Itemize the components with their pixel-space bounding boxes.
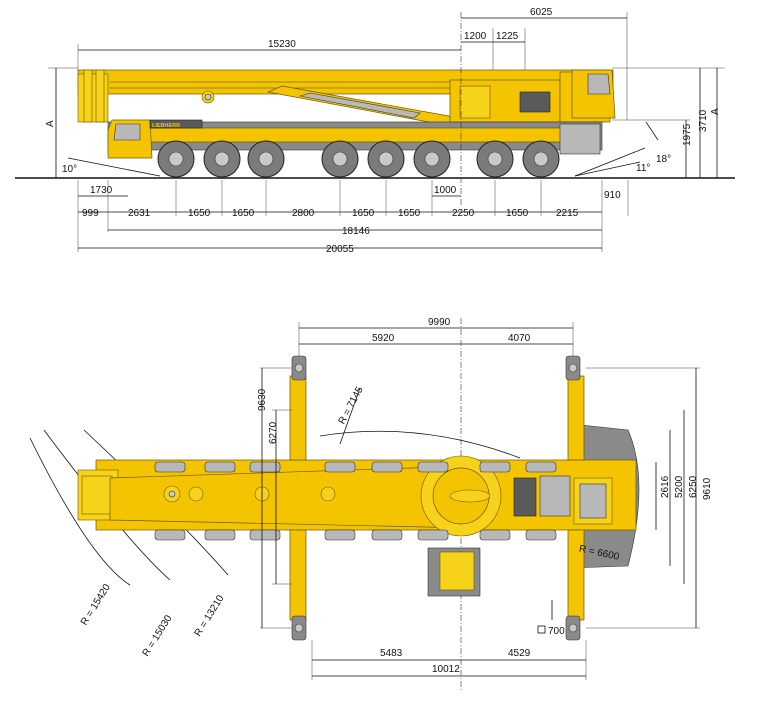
svg-text:R = 15420: R = 15420 bbox=[79, 582, 113, 628]
dim-15230: 15230 bbox=[77, 39, 461, 70]
svg-text:910: 910 bbox=[604, 190, 621, 201]
svg-text:1650: 1650 bbox=[188, 208, 211, 219]
svg-text:15230: 15230 bbox=[268, 39, 296, 50]
svg-text:6025: 6025 bbox=[530, 7, 553, 18]
svg-text:18°: 18° bbox=[656, 154, 671, 165]
outrigger-pad-size: 700 bbox=[537, 600, 565, 637]
dim-row-2: 999 2631 1650 1650 2800 1650 1650 2250 1… bbox=[77, 180, 629, 252]
crane-cab bbox=[571, 69, 616, 119]
winch-area bbox=[513, 475, 613, 525]
svg-text:9610: 9610 bbox=[702, 477, 713, 500]
svg-text:A: A bbox=[45, 120, 56, 127]
approach-angles: 10° 18° 11° bbox=[62, 121, 671, 177]
dim-overall: 18146 20055 bbox=[78, 226, 602, 255]
dim-height-right: 1975 3710 A bbox=[612, 67, 725, 178]
operator-cab-top bbox=[427, 547, 481, 597]
svg-text:18146: 18146 bbox=[342, 226, 370, 237]
svg-text:1650: 1650 bbox=[232, 208, 255, 219]
svg-text:6250: 6250 bbox=[688, 475, 699, 498]
wheel bbox=[476, 140, 514, 178]
wheel bbox=[203, 140, 241, 178]
svg-text:R = 13210: R = 13210 bbox=[193, 593, 227, 639]
driver-cab: LIEBHERR bbox=[107, 119, 203, 159]
brand-label: LIEBHERR bbox=[152, 123, 180, 129]
svg-text:1730: 1730 bbox=[90, 185, 113, 196]
tyres-top bbox=[154, 461, 557, 541]
dim-height-a-left: A bbox=[45, 67, 78, 178]
wheel bbox=[247, 140, 285, 178]
wheel bbox=[157, 140, 195, 178]
svg-text:1000: 1000 bbox=[434, 185, 457, 196]
dim-row-1: 1730 1000 bbox=[78, 185, 461, 197]
svg-text:1650: 1650 bbox=[398, 208, 421, 219]
svg-text:999: 999 bbox=[82, 208, 99, 219]
dim-6025: 6025 bbox=[461, 7, 628, 120]
wheel-set bbox=[157, 140, 560, 178]
dim-left: 9630 6270 bbox=[257, 367, 292, 629]
svg-text:6270: 6270 bbox=[268, 421, 279, 444]
svg-text:700: 700 bbox=[548, 626, 565, 637]
wheel bbox=[321, 140, 359, 178]
svg-text:1225: 1225 bbox=[496, 31, 519, 42]
svg-text:2616: 2616 bbox=[660, 475, 671, 498]
svg-text:4070: 4070 bbox=[508, 333, 531, 344]
svg-text:9990: 9990 bbox=[428, 317, 451, 328]
svg-text:2215: 2215 bbox=[556, 208, 579, 219]
svg-text:1975: 1975 bbox=[682, 123, 693, 146]
svg-text:5483: 5483 bbox=[380, 648, 403, 659]
svg-text:4529: 4529 bbox=[508, 648, 531, 659]
svg-text:2250: 2250 bbox=[452, 208, 475, 219]
dim-1200-1225: 1200 1225 bbox=[461, 28, 526, 70]
svg-text:9630: 9630 bbox=[257, 388, 268, 411]
luffing-cylinder bbox=[266, 85, 461, 127]
svg-text:A: A bbox=[710, 108, 721, 115]
wheel bbox=[413, 140, 451, 178]
svg-text:2631: 2631 bbox=[128, 208, 151, 219]
svg-text:5920: 5920 bbox=[372, 333, 395, 344]
turntable bbox=[420, 455, 502, 537]
dim-bottom: 5483 4529 10012 bbox=[311, 640, 587, 680]
svg-text:20055: 20055 bbox=[326, 244, 354, 255]
svg-text:R = 15030: R = 15030 bbox=[141, 613, 175, 659]
svg-text:1650: 1650 bbox=[506, 208, 529, 219]
svg-text:3710: 3710 bbox=[698, 109, 709, 132]
outriggers bbox=[289, 355, 585, 641]
svg-text:11°: 11° bbox=[636, 163, 650, 174]
side-view: LIEBHERR 6025 15230 bbox=[15, 7, 735, 255]
svg-text:1650: 1650 bbox=[352, 208, 375, 219]
wheel bbox=[522, 140, 560, 178]
top-view: 9990 5920 4070 5483 4529 10012 9630 6270 bbox=[29, 317, 713, 690]
dim-right: 9610 6250 5200 2616 bbox=[586, 367, 713, 629]
svg-text:1200: 1200 bbox=[464, 31, 487, 42]
svg-text:2800: 2800 bbox=[292, 208, 315, 219]
svg-text:5200: 5200 bbox=[674, 475, 685, 498]
svg-text:10012: 10012 bbox=[432, 664, 460, 675]
svg-text:R = 7145: R = 7145 bbox=[337, 385, 366, 427]
dim-top-9990: 9990 5920 4070 bbox=[298, 317, 574, 356]
svg-text:10°: 10° bbox=[62, 164, 77, 175]
wheel bbox=[367, 140, 405, 178]
